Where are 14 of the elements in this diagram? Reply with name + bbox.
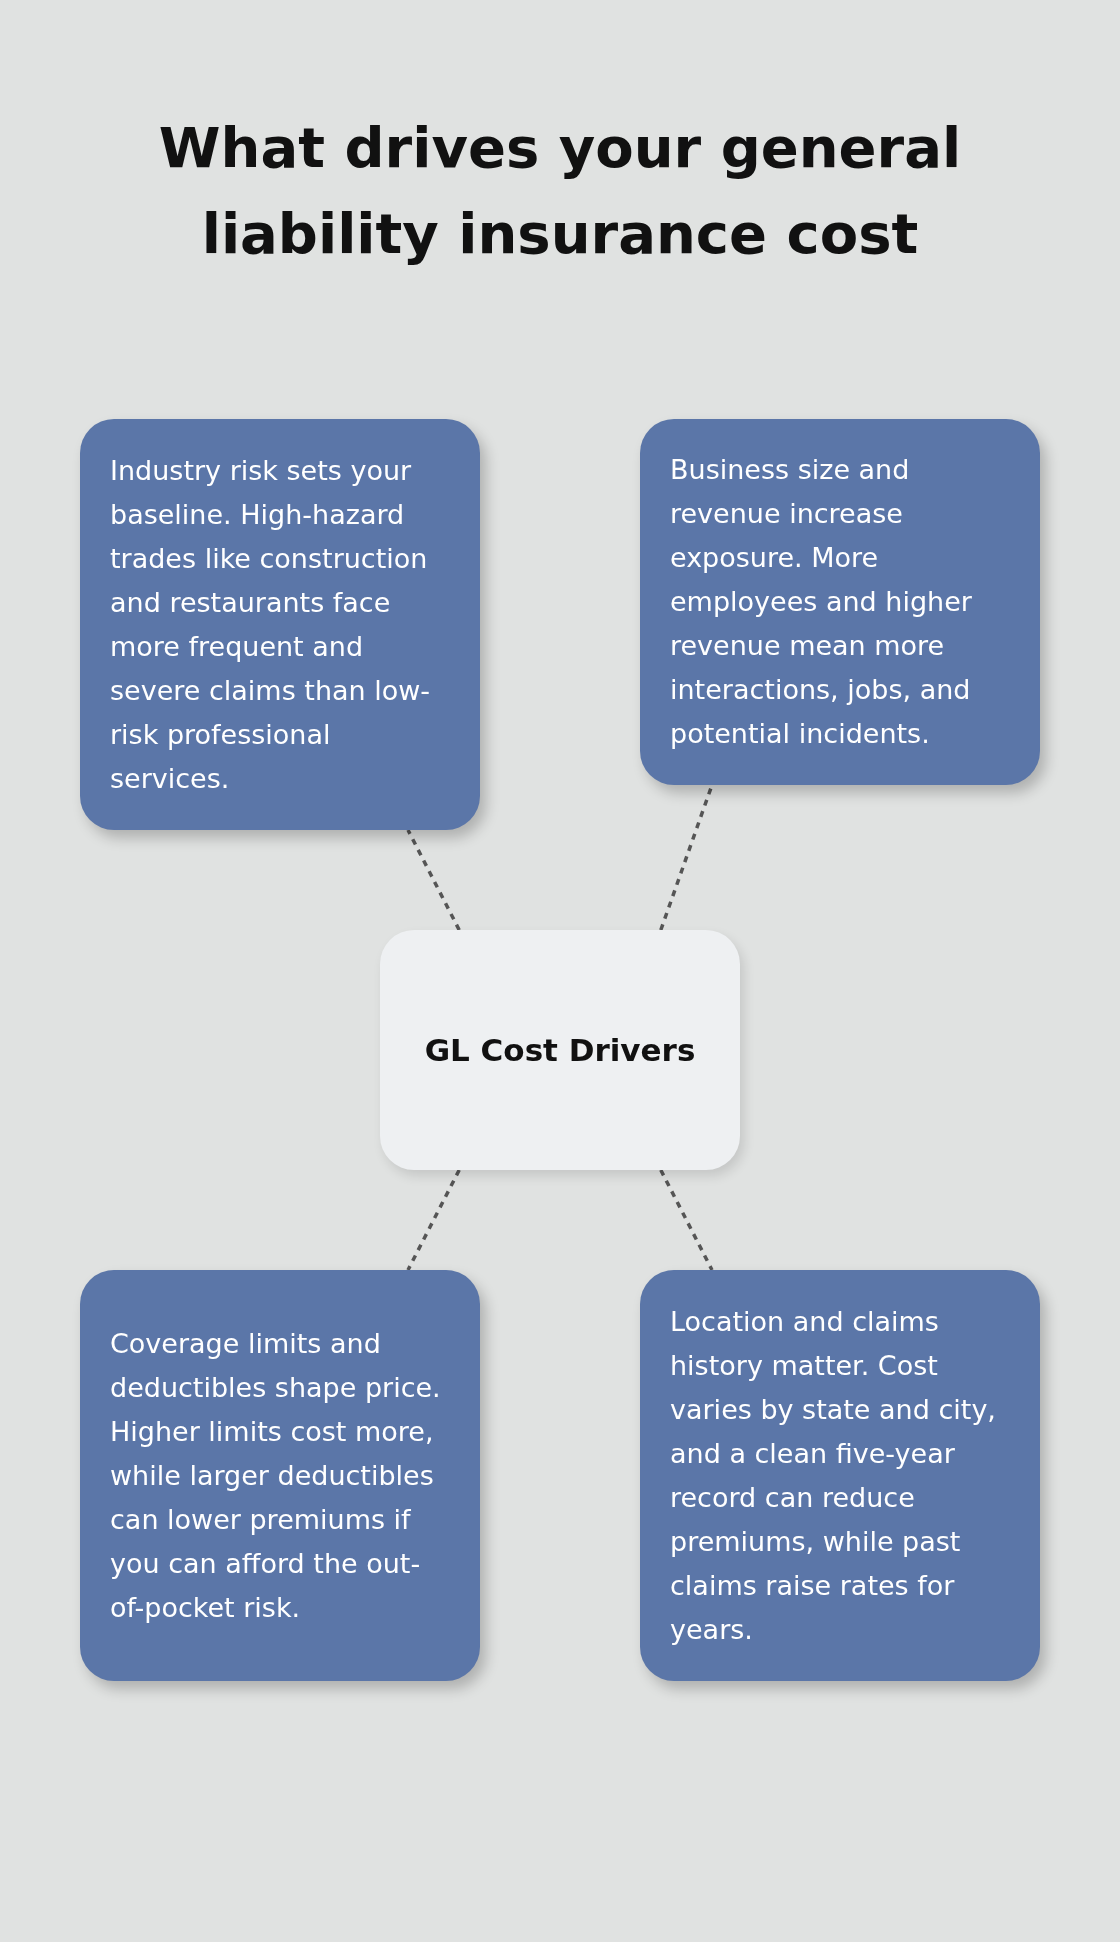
card-text: Industry risk sets your baseline. High-hazard trades like construction and restaurants face more frequent and severe claims than low-risk professional services. bbox=[110, 453, 432, 796]
card-text: Location and claims history matter. Cost varies by state and city, and a clean five-year record can reduce premiums, while past claims raise rates for years. bbox=[670, 1304, 997, 1647]
connector-line bbox=[406, 829, 461, 931]
card-text: Business size and revenue increase exposure. More employees and higher revenue mean more interactions, jobs, and potential incidents. bbox=[670, 453, 973, 751]
connector-line bbox=[659, 1169, 714, 1271]
connector-line bbox=[406, 1169, 461, 1271]
info-card bbox=[640, 419, 1040, 785]
info-card bbox=[80, 419, 480, 830]
card-text: Coverage limits and deductibles shape price. Higher limits cost more, while larger deductibles can lower premiums if you can afford the out-of-pocket risk. bbox=[110, 1326, 442, 1625]
info-card bbox=[640, 1270, 1040, 1681]
topic-label: GL Cost Drivers bbox=[424, 1032, 696, 1068]
info-card bbox=[80, 1270, 480, 1681]
title: What drives your general liability insurance cost bbox=[157, 114, 963, 268]
topic-box bbox=[380, 930, 740, 1170]
